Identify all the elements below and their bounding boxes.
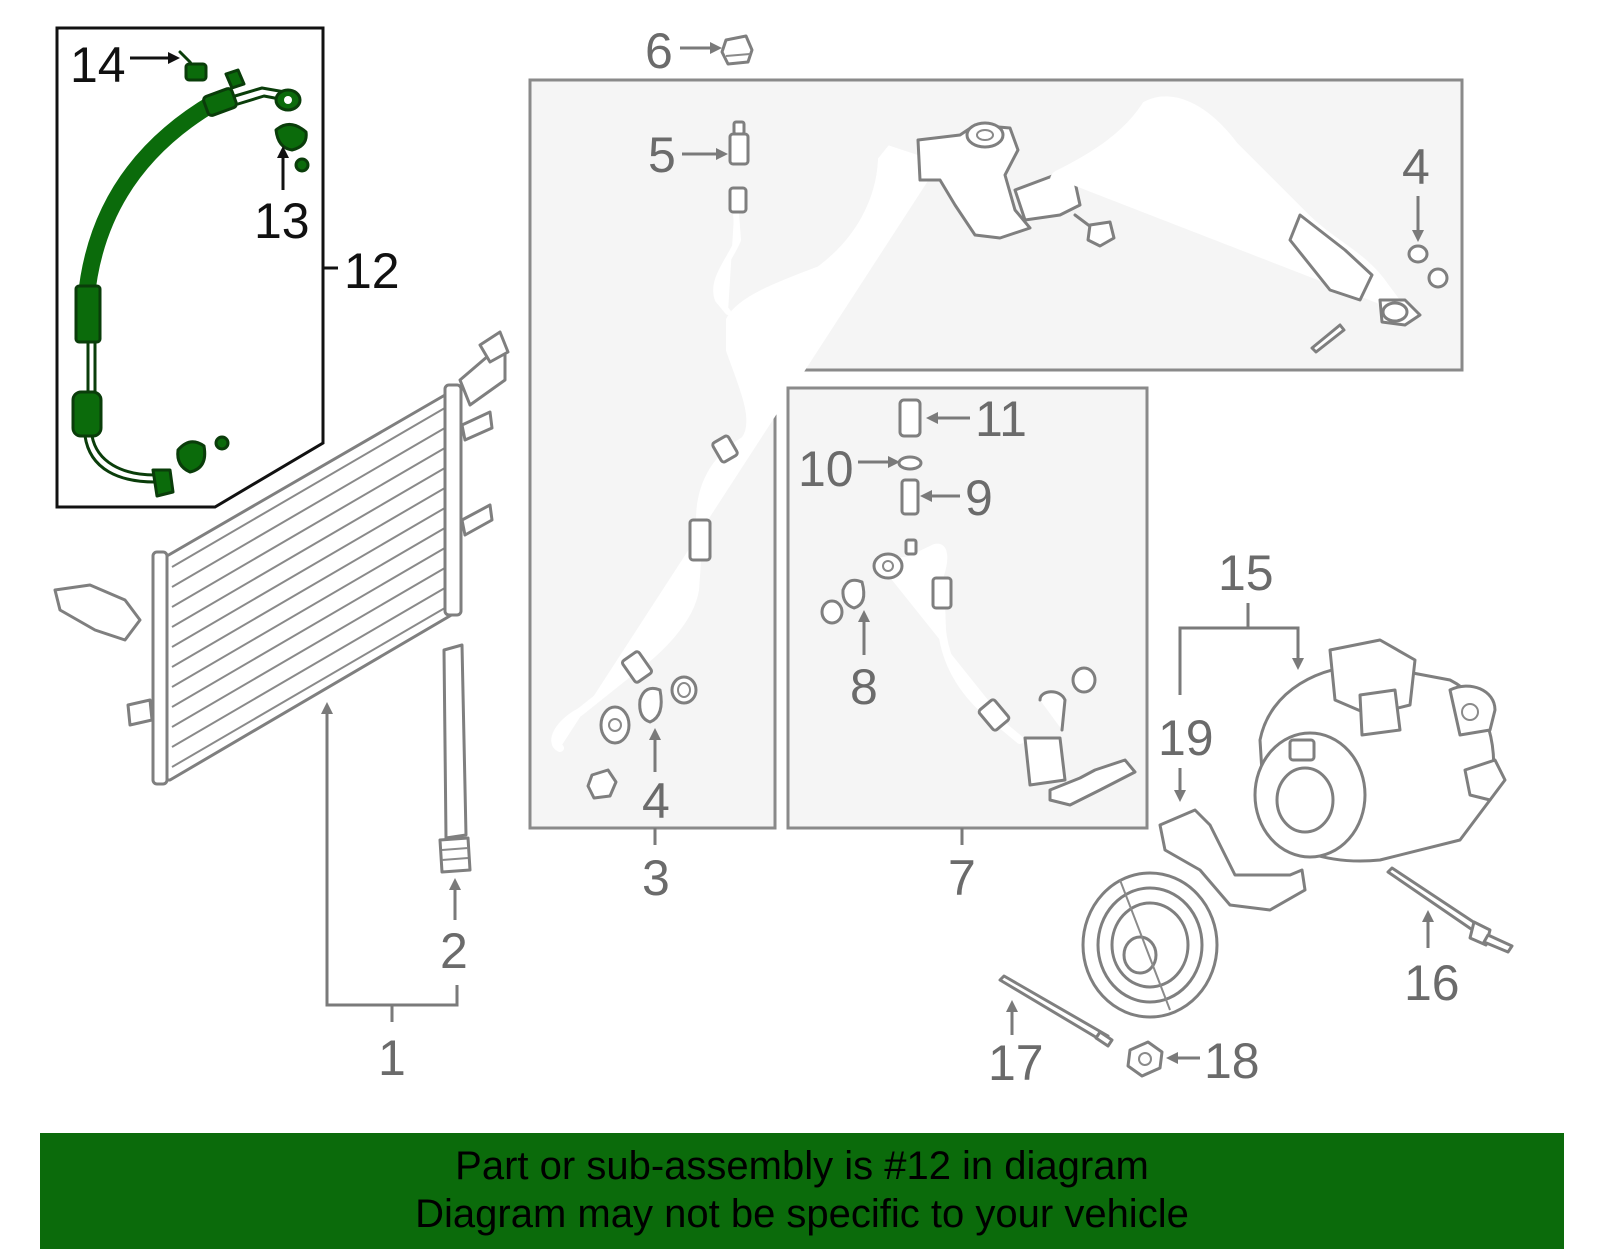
callout-11: 11 [975,391,1027,447]
callout-6: 6 [645,23,673,79]
callout-7: 7 [948,850,976,906]
callout-10: 10 [798,441,854,497]
part-6-cap[interactable] [720,34,754,66]
callout-3: 3 [642,850,670,906]
callout-14: 14 [70,37,126,93]
part-3-line-assembly[interactable] [551,96,1449,800]
callout-4-upper: 4 [1402,139,1430,195]
part-7-line-assembly[interactable] [820,398,1137,807]
part-15-compressor[interactable] [1253,638,1507,863]
part-2-drier[interactable] [438,643,472,874]
part-5-valve[interactable] [728,120,750,166]
callout-18: 18 [1204,1033,1260,1089]
callout-12: 12 [344,243,400,299]
callout-5: 5 [648,127,676,183]
callout-13: 13 [254,193,310,249]
callout-1: 1 [378,1030,406,1086]
callout-4-lower: 4 [642,773,670,829]
callout-15: 15 [1218,545,1274,601]
part-18-nut[interactable] [1126,1040,1164,1078]
callout-19: 19 [1158,710,1214,766]
panel-7 [786,386,1149,830]
callout-2: 2 [440,923,468,979]
footer-line-2: Diagram may not be specific to your vehi… [415,1192,1189,1236]
callout-8: 8 [850,659,878,715]
footer-line-1: Part or sub-assembly is #12 in diagram [455,1144,1149,1188]
part-19-clutch-pulley[interactable] [1081,808,1307,1019]
part-17-stud[interactable] [998,974,1114,1048]
callout-9: 9 [965,470,993,526]
callout-17: 17 [988,1035,1044,1091]
footer-banner: Part or sub-assembly is #12 in diagram D… [40,1133,1564,1249]
part-12-inset[interactable] [55,26,325,509]
part-1-condenser[interactable] [53,330,510,786]
part-16-bolt[interactable] [1386,866,1514,954]
callout-16: 16 [1404,955,1460,1011]
